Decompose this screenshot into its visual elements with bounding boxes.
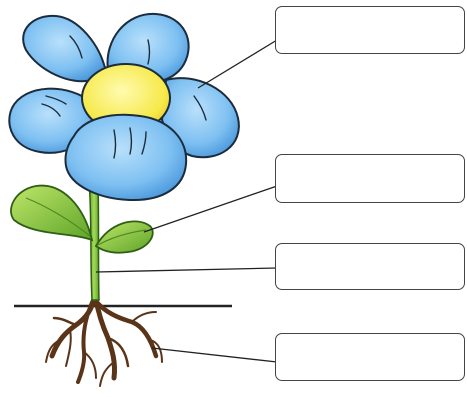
pointer-roots — [152, 348, 277, 362]
label-box-roots[interactable] — [275, 333, 465, 381]
label-box-stem[interactable] — [275, 243, 465, 290]
flower — [9, 14, 239, 200]
pointer-flower — [198, 40, 277, 88]
label-box-leaf[interactable] — [275, 154, 465, 203]
roots — [46, 295, 162, 386]
label-box-flower[interactable] — [275, 6, 465, 54]
pointer-stem — [96, 268, 277, 272]
right-leaf — [96, 221, 153, 252]
left-leaf — [11, 186, 92, 240]
